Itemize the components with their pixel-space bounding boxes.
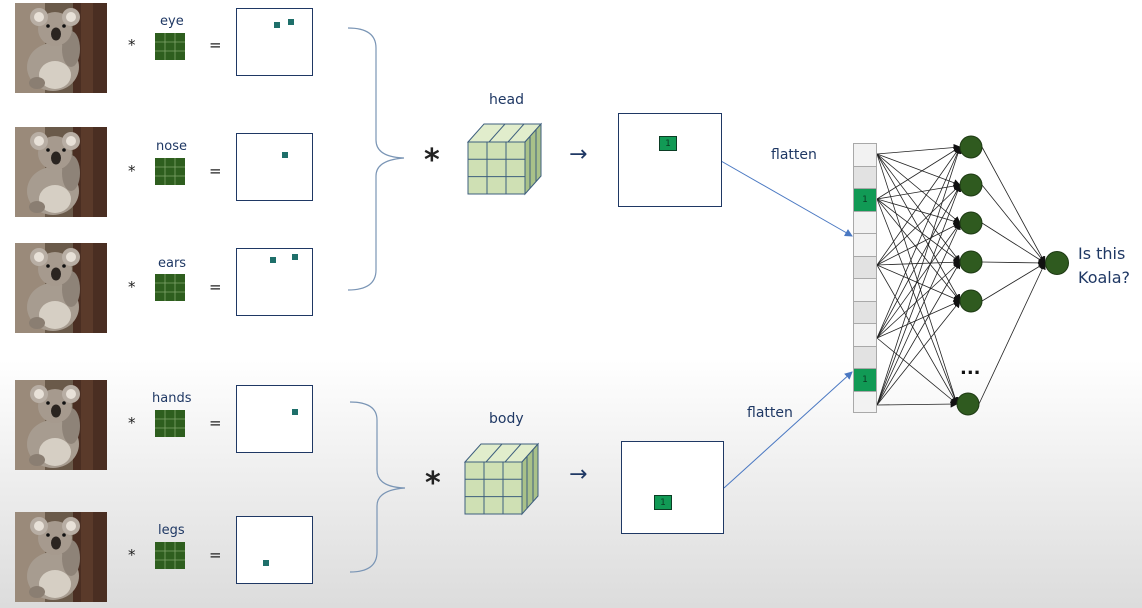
feature-map-nose: [236, 133, 313, 201]
hidden-node: [959, 211, 983, 235]
head-multiply-sign: *: [424, 143, 440, 178]
question-line-1: Is this: [1078, 244, 1126, 263]
head-cube: [466, 122, 543, 196]
koala-photo-ears: [15, 243, 107, 333]
feature-map-ears: [236, 248, 313, 316]
vector-cell: [853, 390, 877, 413]
equals-sign: =: [209, 278, 222, 296]
koala-photo-legs: [15, 512, 107, 602]
body-group-brace: [349, 401, 406, 573]
feature-map-hands: [236, 385, 313, 453]
body-flatten-label: flatten: [747, 405, 793, 421]
activation-dot: [282, 152, 288, 158]
koala-photo-nose: [15, 127, 107, 217]
filter-label-hands: hands: [152, 391, 192, 406]
hidden-ellipsis: ...: [960, 358, 981, 379]
filter-label-nose: nose: [156, 139, 187, 154]
vector-cell: [853, 278, 877, 301]
vector-cell: [853, 345, 877, 368]
filter-grid-hands: [155, 410, 185, 437]
body-multiply-sign: *: [425, 466, 441, 501]
output-node: [1045, 251, 1069, 275]
vector-cell: [853, 165, 877, 188]
vector-cell: [853, 143, 877, 166]
hidden-node: [959, 250, 983, 274]
activation-dot: [263, 560, 269, 566]
hidden-node: [956, 392, 980, 416]
multiply-sign: *: [128, 414, 136, 432]
filter-grid-eye: [155, 33, 185, 60]
filter-label-legs: legs: [158, 523, 185, 538]
vector-cell: [853, 323, 877, 346]
multiply-sign: *: [128, 36, 136, 54]
network-connections: [876, 143, 1046, 408]
question-line-2: Koala?: [1078, 268, 1131, 287]
question-text: Is this Koala?: [1078, 242, 1130, 290]
hidden-node: [959, 289, 983, 313]
body-right-arrow-icon: →: [569, 462, 588, 487]
body-cube: [463, 442, 540, 516]
koala-photo-hands: [15, 380, 107, 470]
vector-cell: [853, 300, 877, 323]
vector-cell: [853, 210, 877, 233]
equals-sign: =: [209, 546, 222, 564]
flattened-vector: 1 1: [853, 143, 877, 413]
filter-label-eye: eye: [160, 14, 184, 29]
filter-grid-ears: [155, 274, 185, 301]
body-active-cell: 1: [654, 495, 672, 510]
flatten-arrow-head: [720, 160, 853, 237]
head-flatten-label: flatten: [771, 147, 817, 163]
multiply-sign: *: [128, 278, 136, 296]
equals-sign: =: [209, 162, 222, 180]
filter-grid-legs: [155, 542, 185, 569]
head-label: head: [489, 92, 524, 108]
activation-dot: [288, 19, 294, 25]
filter-label-ears: ears: [158, 256, 187, 271]
vector-cell-active: 1: [853, 368, 877, 391]
head-right-arrow-icon: →: [569, 142, 588, 167]
vector-cell: [853, 233, 877, 256]
equals-sign: =: [209, 414, 222, 432]
body-label: body: [489, 411, 524, 427]
multiply-sign: *: [128, 162, 136, 180]
equals-sign: =: [209, 36, 222, 54]
activation-dot: [292, 254, 298, 260]
hidden-node: [959, 173, 983, 197]
head-pooled-map: 1: [618, 113, 722, 207]
body-pooled-map: 1: [621, 441, 724, 534]
head-group-brace: [347, 27, 405, 291]
activation-dot: [270, 257, 276, 263]
hidden-node: [959, 135, 983, 159]
head-active-cell: 1: [659, 136, 677, 151]
feature-map-legs: [236, 516, 313, 584]
filter-grid-nose: [155, 158, 185, 185]
multiply-sign: *: [128, 546, 136, 564]
flatten-arrow-body: [723, 371, 853, 489]
vector-cell: [853, 255, 877, 278]
koala-photo-eye: [15, 3, 107, 93]
feature-map-eye: [236, 8, 313, 76]
vector-cell-active: 1: [853, 188, 877, 211]
activation-dot: [274, 22, 280, 28]
activation-dot: [292, 409, 298, 415]
